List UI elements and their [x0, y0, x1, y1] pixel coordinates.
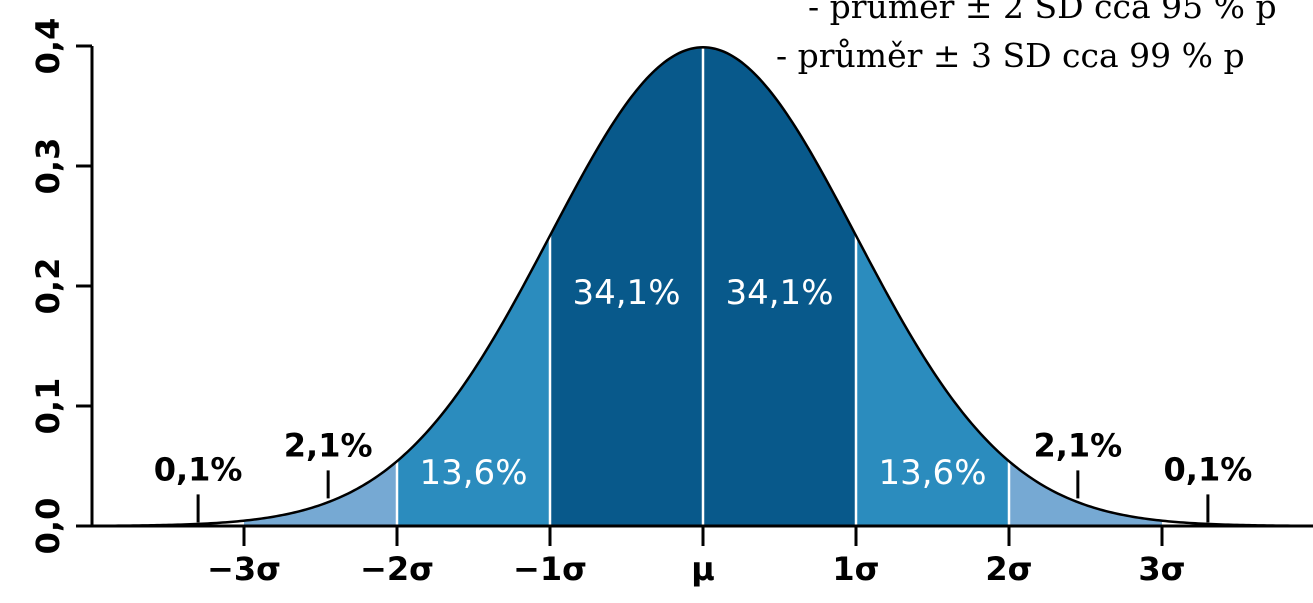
x-tick-label-1: −2σ: [360, 550, 434, 588]
y-tick-label-3: 0,3: [29, 138, 67, 195]
y-tick-label-0: 0,0: [29, 498, 67, 555]
x-tick-label-4: 1σ: [832, 550, 879, 588]
outside-pct-label-3: 0,1%: [1164, 450, 1253, 488]
labels-layer: 34,1% 34,1% 13,6% 13,6% 2,1% 2,1% 0,1% 0,1%: [154, 273, 1253, 523]
x-tick-label-2: −1σ: [513, 550, 587, 588]
x-tick-label-3: μ: [691, 550, 715, 588]
y-tick-label-4: 0,4: [29, 18, 67, 75]
annotations-layer: - průměr ± 2 SD cca 95 % p - průměr ± 3 S…: [776, 0, 1277, 75]
band-0: [244, 461, 397, 526]
annotation-line-1: - průměr ± 3 SD cca 99 % p: [776, 36, 1245, 75]
inside-pct-label-1: 34,1%: [725, 273, 833, 313]
x-tick-label-6: 3σ: [1138, 550, 1185, 588]
annotation-line-0: - průměr ± 2 SD cca 95 % p: [808, 0, 1277, 26]
x-tick-label-0: −3σ: [207, 550, 281, 588]
inside-pct-label-0: 34,1%: [572, 273, 680, 313]
outside-pct-label-2: 0,1%: [154, 450, 243, 488]
outside-pct-label-1: 2,1%: [1033, 426, 1122, 464]
y-tick-label-1: 0,1: [29, 378, 67, 435]
axes-layer: −3σ −2σ −1σ μ 1σ 2σ 3σ 0,0 0,1 0,2 0,3 0,4: [29, 18, 1313, 588]
boundary-lines-layer: [395, 47, 1011, 526]
density-curve: [106, 46, 1300, 528]
y-tick-label-2: 0,2: [29, 258, 67, 315]
inside-pct-label-2: 13,6%: [419, 453, 527, 493]
outside-pct-label-0: 2,1%: [284, 426, 373, 464]
curve-layer: [106, 46, 1300, 528]
inside-pct-label-3: 13,6%: [878, 453, 986, 493]
x-tick-label-5: 2σ: [985, 550, 1032, 588]
band-5: [1009, 461, 1162, 526]
